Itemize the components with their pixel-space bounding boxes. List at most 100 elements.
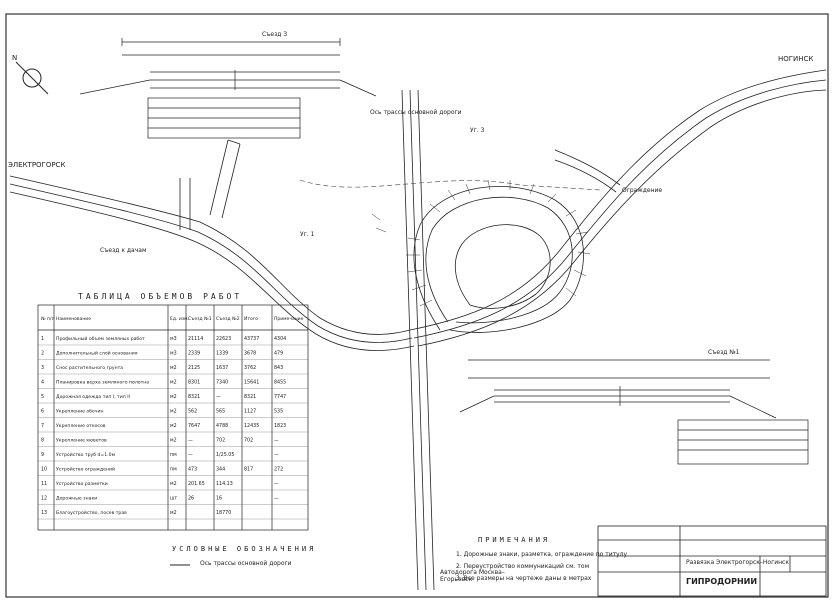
- label-corner-1: Уг. 1: [300, 231, 315, 238]
- table-cell: м2: [170, 380, 177, 386]
- table-cell: —: [188, 439, 193, 444]
- ramp-noginsk: [409, 69, 827, 347]
- table-cell: 13: [41, 510, 47, 516]
- table-cell: 702: [216, 438, 225, 444]
- table-header-cell: Наименование: [56, 316, 91, 322]
- label-axis: Ось трассы основной дороги: [370, 109, 462, 116]
- table-cell: Снос растительного грунта: [56, 365, 123, 371]
- legend-item: Ось трассы основной дороги: [200, 560, 292, 567]
- table-cell: пм: [170, 468, 177, 473]
- table-header-cell: Примечание: [274, 316, 304, 322]
- table-cell: 272: [274, 467, 283, 473]
- table-cell: Дорожная одежда тип I, тип II: [56, 394, 130, 400]
- table-cell: —: [274, 439, 279, 444]
- note-3: 3. Все размеры на чертеже даны в метрах: [456, 575, 592, 582]
- table-cell: 8321: [188, 394, 200, 400]
- table-cell: 16: [216, 496, 222, 502]
- stamp-title: Развязка Электрогорск–Ногинск: [686, 559, 789, 566]
- table-cell: 1339: [216, 351, 228, 357]
- table-cell: Укрепление обочин: [56, 409, 104, 415]
- axis-line: [299, 179, 601, 191]
- table-cell: 10: [41, 467, 47, 473]
- table-cell: 22623: [216, 336, 231, 342]
- sheet-border: [5, 13, 829, 598]
- table-title: ТАБЛИЦА ОБЪЕМОВ РАБОТ: [78, 292, 243, 301]
- label-bus-stop: Съезд к дачам: [100, 247, 147, 254]
- table-cell: 201.65: [188, 481, 205, 487]
- table-cell: 114.13: [216, 481, 233, 487]
- table-cell: шт: [170, 497, 177, 502]
- table-cell: 843: [274, 365, 283, 371]
- table-cell: 2125: [188, 365, 200, 371]
- table-header-cell: Ед. изм.: [170, 316, 189, 322]
- table-cell: Устройство разметки: [56, 480, 108, 487]
- table-cell: —: [274, 497, 279, 502]
- table-cell: —: [188, 453, 193, 458]
- table-cell: Укрепление откосов: [56, 423, 106, 429]
- table-cell: 5: [41, 394, 44, 400]
- table-cell: 8321: [244, 394, 256, 400]
- table-cell: 4788: [216, 423, 228, 429]
- stamp-org: ГИПРОДОРНИИ: [686, 577, 758, 586]
- table-cell: 1637: [216, 365, 228, 371]
- label-guardrail: Ограждение: [622, 187, 663, 194]
- table-cell: 535: [274, 409, 283, 415]
- note-1: 1. Дорожные знаки, разметка, ограждение …: [456, 551, 628, 558]
- note-2: 2. Переустройство коммуникаций см. том: [456, 563, 590, 570]
- right-branch: [554, 149, 621, 193]
- main-road: [9, 175, 415, 351]
- table-cell: —: [274, 453, 279, 458]
- table-cell: 21114: [188, 336, 203, 342]
- table-cell: 12: [41, 496, 47, 502]
- table-header-cell: Съезд №1: [188, 316, 212, 322]
- table-cell: 1127: [244, 409, 256, 415]
- loop-ramp: [413, 186, 584, 333]
- table-cell: 2339: [188, 351, 200, 357]
- table-cell: —: [274, 482, 279, 487]
- table-header-cell: № п/п: [41, 316, 55, 322]
- table-cell: м2: [170, 438, 177, 444]
- label-corner-3: Уг. 3: [470, 127, 485, 134]
- table-cell: 479: [274, 351, 283, 357]
- table-cell: 3: [41, 365, 44, 371]
- table-cell: м2: [170, 481, 177, 487]
- label-highway: Автодорога Москва–Егорьевск: [440, 569, 505, 583]
- table-cell: 1823: [274, 423, 286, 429]
- table-header-cell: Съезд №2: [216, 316, 240, 322]
- table-cell: 15641: [244, 380, 259, 386]
- cross-section-top: [79, 38, 377, 139]
- table-cell: 11: [41, 481, 47, 487]
- cross-section-bottom: [459, 359, 809, 465]
- table-cell: м2: [170, 423, 177, 429]
- table-cell: 344: [216, 467, 225, 473]
- table-cell: 4: [41, 380, 44, 386]
- table-cell: Планировка верха земляного полотна: [56, 380, 149, 386]
- label-exit-3: Съезд 3: [262, 31, 288, 38]
- table-cell: 1: [41, 336, 44, 342]
- table-cell: м3: [170, 351, 177, 357]
- table-cell: 565: [216, 409, 225, 415]
- table-cell: 8: [41, 438, 44, 444]
- table-cell: 1/25.05: [216, 452, 234, 458]
- table-cell: 4304: [274, 336, 286, 342]
- table-cell: м2: [170, 510, 177, 516]
- table-cell: Благоустройство, посев трав: [56, 509, 127, 516]
- table-cell: 7: [41, 423, 44, 429]
- table-cell: м3: [170, 336, 177, 342]
- table-cell: 473: [188, 467, 197, 473]
- table-cell: 12435: [244, 423, 259, 429]
- table-cell: Устройство труб d=1.0м: [56, 451, 116, 458]
- table-cell: Дорожные знаки: [56, 496, 97, 502]
- table-cell: 7747: [274, 394, 286, 400]
- table-cell: 43737: [244, 336, 259, 342]
- label-section: Съезд №1: [708, 349, 740, 356]
- table-cell: 2: [41, 351, 44, 357]
- svg-text:N: N: [12, 54, 17, 62]
- table-cell: Устройство ограждений: [56, 466, 115, 473]
- label-elektrogorsk: ЭЛЕКТРОГОРСК: [8, 161, 66, 169]
- table-header-cell: Итого: [244, 316, 258, 322]
- table-cell: Дополнительный слой основания: [56, 350, 138, 357]
